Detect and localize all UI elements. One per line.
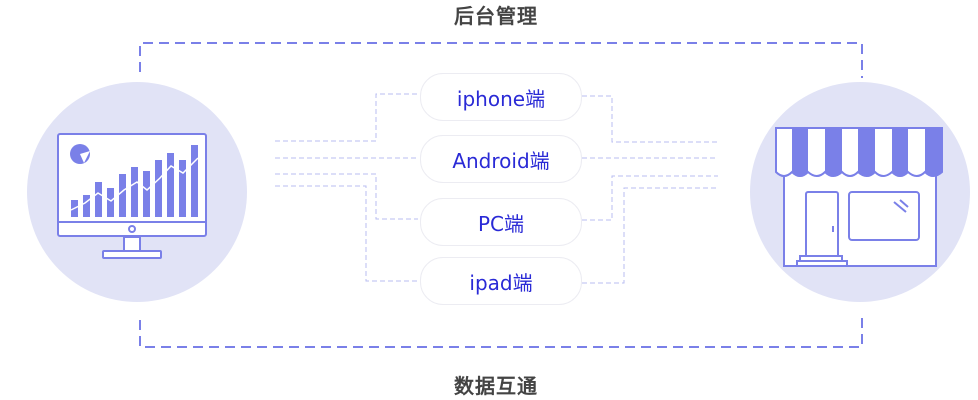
monitor-chart-icon (57, 133, 207, 259)
connector-iphone-left (275, 93, 418, 142)
platform-iphone: iphone端 (420, 73, 582, 121)
platform-iphone-label: iphone端 (456, 86, 546, 111)
bottom-label: 数据互通 (454, 374, 538, 398)
platform-ipad-label: ipad端 (469, 270, 533, 295)
platform-pc: PC端 (420, 198, 582, 246)
platform-pc-label: PC端 (477, 211, 525, 236)
connector-ipad-left (275, 185, 418, 282)
top-label: 后台管理 (454, 4, 538, 28)
admin-node (27, 82, 247, 302)
platform-ipad: ipad端 (420, 257, 582, 305)
top-connector-line (139, 42, 863, 78)
outer-connector (139, 42, 863, 348)
store-node (750, 82, 970, 302)
platform-connectors (275, 93, 718, 284)
platform-android-label: Android端 (452, 148, 550, 173)
storefront-icon (775, 127, 943, 267)
connector-ipad-right (582, 187, 718, 284)
connector-pc-right (582, 175, 718, 221)
connector-iphone-right (582, 95, 718, 143)
platform-android: Android端 (420, 135, 582, 183)
bottom-connector-line (139, 312, 863, 348)
connector-pc-left (275, 173, 418, 220)
